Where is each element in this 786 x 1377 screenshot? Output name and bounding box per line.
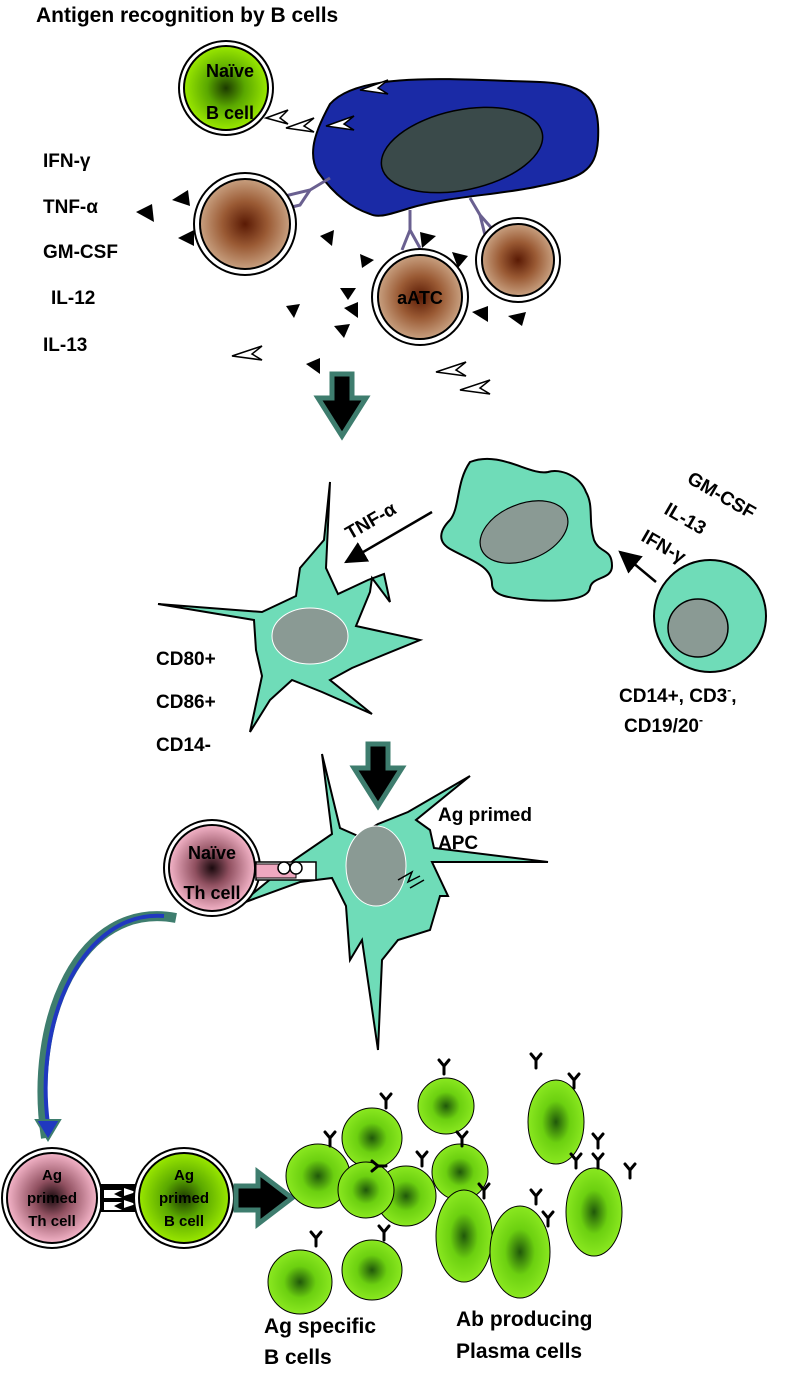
cytokine-left-ifn: IFN-γ bbox=[43, 151, 91, 172]
naive-b-label-line2: B cell bbox=[206, 103, 254, 123]
flow-arrow-1 bbox=[313, 371, 371, 441]
monocyte bbox=[653, 559, 767, 673]
tnf-arrow-label: TNF-α bbox=[342, 499, 400, 545]
diagram-title: Antigen recognition by B cells bbox=[36, 4, 338, 27]
monocyte-markers-line2: CD19/20- bbox=[624, 713, 703, 737]
cytokine-left-il13: IL-13 bbox=[43, 335, 87, 356]
activated-t-cells: aATC bbox=[193, 172, 561, 346]
tumor-cell-nucleus bbox=[380, 106, 544, 194]
aatc-label: aATC bbox=[397, 288, 443, 308]
atc-cell-1 bbox=[199, 178, 291, 270]
antibodies bbox=[309, 1052, 637, 1248]
ag-specific-b-cells bbox=[267, 1077, 489, 1315]
label-plasma-line2: Plasma cells bbox=[456, 1340, 582, 1363]
dendritic-cell bbox=[157, 481, 424, 733]
naive-th-label-line1: Naïve bbox=[188, 843, 236, 863]
ag-primed-b-line2: primed bbox=[159, 1190, 209, 1207]
apc-label-line1: Ag primed bbox=[438, 805, 532, 826]
dc-marker-cd14: CD14- bbox=[156, 735, 211, 756]
tnf-arrow bbox=[344, 510, 433, 564]
atc-cell-2 bbox=[481, 223, 555, 297]
flow-arrow-2 bbox=[349, 741, 407, 811]
label-plasma-line1: Ab producing bbox=[456, 1308, 592, 1331]
differentiating-dc bbox=[440, 457, 614, 602]
antigen-fragments bbox=[231, 79, 491, 395]
cytokine-right-ifn: IFN-γ bbox=[638, 526, 690, 568]
priming-curve-arrow bbox=[34, 911, 177, 1142]
naive-th-label-line2: Th cell bbox=[183, 883, 240, 903]
cytokine-left-gmcsf: GM-CSF bbox=[43, 242, 118, 263]
ag-primed-th-line1: Ag bbox=[42, 1167, 62, 1184]
apc-label-line2: APC bbox=[438, 833, 478, 854]
ag-primed-b-line1: Ag bbox=[174, 1167, 194, 1184]
dc-marker-cd80: CD80+ bbox=[156, 649, 216, 670]
ag-primed-b-cell: Ag primed B cell bbox=[133, 1147, 235, 1249]
cytokine-triangles bbox=[136, 190, 526, 374]
label-ag-specific-b-line2: B cells bbox=[264, 1346, 332, 1369]
ag-primed-th-line3: Th cell bbox=[28, 1213, 76, 1230]
cytokine-right-il13: IL-13 bbox=[661, 499, 710, 539]
tumor-cell bbox=[312, 78, 600, 217]
dc-marker-cd86: CD86+ bbox=[156, 692, 216, 713]
ag-primed-th-cell: Ag primed Th cell bbox=[1, 1147, 103, 1249]
naive-th-cell: Naïve Th cell bbox=[163, 819, 261, 917]
tcr-mhc-synapse bbox=[255, 861, 317, 881]
cytokine-left-il12: IL-12 bbox=[51, 288, 95, 309]
label-ag-specific-b-line1: Ag specific bbox=[264, 1315, 376, 1338]
cytokine-left-tnf: TNF-α bbox=[43, 197, 98, 218]
flow-arrow-3 bbox=[233, 1166, 297, 1230]
naive-b-cell-top: Naïve B cell bbox=[178, 40, 274, 136]
monocyte-markers-line1: CD14+, CD3-, bbox=[619, 683, 737, 707]
ifn-arrow bbox=[618, 550, 657, 583]
atc-cell-3 bbox=[377, 254, 463, 340]
ag-primed-th-line2: primed bbox=[27, 1190, 77, 1207]
ag-primed-apc bbox=[239, 753, 549, 1051]
naive-b-label-line1: Naïve bbox=[206, 61, 254, 81]
ag-primed-b-line3: B cell bbox=[164, 1213, 204, 1230]
plasma-cells bbox=[435, 1079, 623, 1299]
